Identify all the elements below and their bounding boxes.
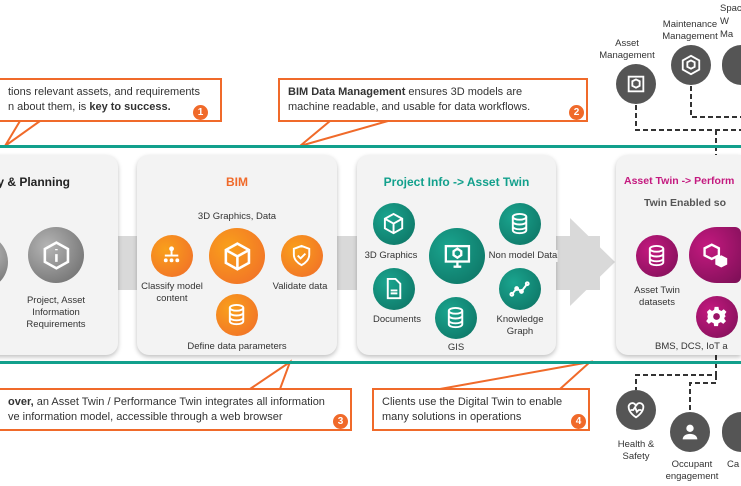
database-icon — [435, 297, 477, 339]
item-label: Documents — [372, 314, 422, 325]
card-subtitle: Twin Enabled so — [644, 197, 727, 209]
card-title: BIM — [226, 175, 248, 189]
callout-text: Clients use the Digital Twin to enable — [382, 396, 563, 408]
callout-bold: key to success. — [89, 101, 171, 113]
space-management-icon[interactable] — [722, 45, 741, 85]
document-icon — [373, 268, 415, 310]
item-label: Asset Twin datasets — [634, 285, 680, 308]
item-label: Validate data — [272, 281, 328, 292]
card-title: Project Info -> Asset Twin — [383, 175, 530, 189]
callout-text: ve information model, accessible through… — [8, 411, 283, 423]
solution-label: Health & Safety — [617, 439, 655, 462]
callout-text: tions relevant assets, and requirements — [8, 86, 200, 98]
cube-icon — [209, 228, 265, 284]
hierarchy-icon — [151, 235, 193, 277]
callout-text: machine readable, and usable for data wo… — [288, 101, 531, 113]
cloud-icon[interactable] — [722, 412, 741, 452]
callout-bold: BIM Data Management — [288, 86, 406, 98]
database-icon — [216, 294, 258, 336]
step-badge-1: 1 — [193, 105, 208, 120]
card-title: gy & Planning — [0, 175, 70, 189]
item-label: GIS — [447, 342, 465, 353]
user-icon[interactable] — [670, 412, 710, 452]
item-label: 3D Graphics — [364, 250, 418, 262]
callout-text: many solutions in operations — [382, 411, 522, 423]
info-icon — [28, 227, 84, 283]
cubes-icon — [689, 227, 741, 283]
bottom-divider — [0, 361, 741, 364]
item-label: Knowledge Graph — [496, 314, 544, 337]
card-title: Asset Twin -> Perform — [624, 175, 735, 187]
callout-text: ensures 3D models are — [405, 86, 523, 98]
shield-check-icon — [281, 235, 323, 277]
callout-4: Clients use the Digital Twin to enable m… — [372, 388, 590, 431]
callout-text: n about them, is — [8, 101, 90, 113]
monitor-cube-icon — [429, 228, 485, 284]
step-badge-2: 2 — [569, 105, 584, 120]
asset-management-icon[interactable] — [616, 64, 656, 104]
item-label: Define data parameters — [187, 341, 287, 352]
callout-3: over, an Asset Twin / Performance Twin i… — [0, 388, 352, 431]
graph-icon — [499, 268, 541, 310]
solution-label: Asset Management — [599, 38, 655, 61]
database-icon — [499, 203, 541, 245]
item-label: BMS, DCS, IoT a — [655, 341, 728, 352]
step-badge-3: 3 — [333, 414, 348, 429]
top-divider — [0, 145, 741, 148]
solution-label: Maintenance Management — [662, 19, 718, 42]
solution-label: Ca — [727, 459, 740, 470]
item-label: 3D Graphics, Data — [197, 211, 277, 222]
item-label: Classify model content — [141, 281, 203, 304]
gear-icon — [696, 296, 738, 338]
maintenance-management-icon[interactable] — [671, 45, 711, 85]
callout-1: tions relevant assets, and requirements … — [0, 78, 222, 122]
callout-2: BIM Data Management ensures 3D models ar… — [278, 78, 588, 122]
cube-icon — [373, 203, 415, 245]
partial-circle — [0, 234, 8, 290]
solution-label: Spac W Ma — [720, 3, 741, 40]
item-label: Project, Asset Information Requirements — [26, 295, 86, 330]
callout-bold: over, — [8, 396, 34, 408]
database-icon — [636, 235, 678, 277]
solution-label: Occupant engagement — [665, 459, 719, 482]
heart-health-icon[interactable] — [616, 390, 656, 430]
step-badge-4: 4 — [571, 414, 586, 429]
callout-text: an Asset Twin / Performance Twin integra… — [33, 396, 325, 408]
item-label: Non model Data — [488, 250, 558, 262]
